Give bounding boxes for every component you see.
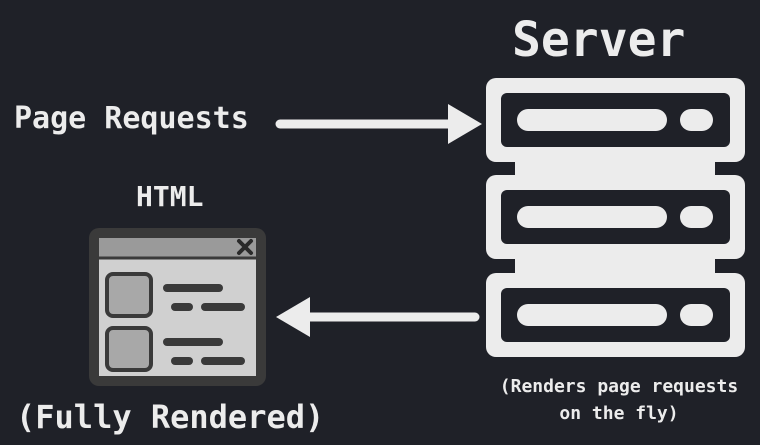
server-rack-icon: [486, 78, 745, 357]
arrow-right-icon: [275, 104, 482, 144]
html-label: HTML: [136, 180, 204, 213]
server-title: Server: [512, 12, 686, 68]
server-unit-top: [486, 78, 745, 162]
browser-window-icon: [89, 228, 266, 386]
content-block-1: [105, 272, 245, 318]
server-unit-bottom: [486, 273, 745, 357]
server-note: (Renders page requests on the fly): [499, 376, 739, 424]
fully-rendered-label: (Fully Rendered): [16, 398, 325, 436]
page-requests-label: Page Requests: [14, 101, 249, 136]
content-block-2: [105, 326, 245, 372]
close-icon: [237, 239, 253, 255]
arrow-left-icon: [276, 297, 480, 337]
server-unit-middle: [486, 175, 745, 259]
